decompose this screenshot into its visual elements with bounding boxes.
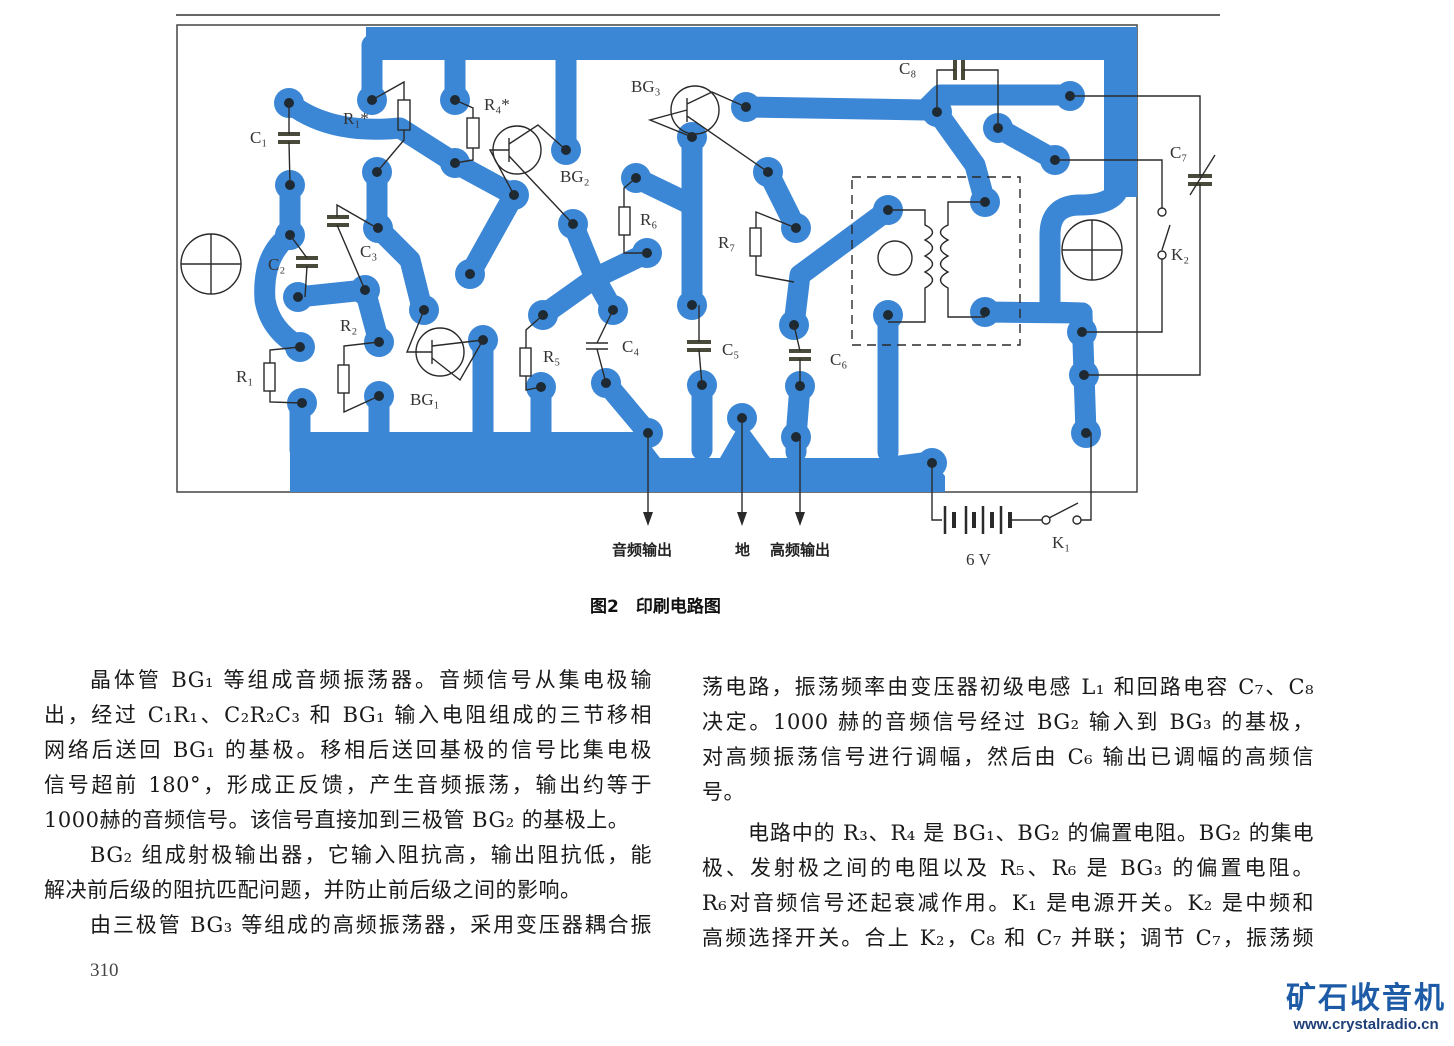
- text-line: 网络后送回 BG₁ 的基极。移相后送回基极的信号比集电极: [44, 738, 652, 762]
- label-r2: R₂: [340, 316, 357, 335]
- text-line: 信号超前 180°，形成正反馈，产生音频振荡，输出约等于: [44, 773, 652, 797]
- text-line: 由三极管 BG₃ 等组成的高频振荡器，采用变压器耦合振: [90, 913, 652, 937]
- text-line: R₆对音频信号还起衰减作用。K₁ 是电源开关。K₂ 是中频和: [702, 891, 1314, 915]
- label-r5: R₅: [543, 347, 560, 366]
- label-r6: R₆: [640, 210, 657, 229]
- label-c5: C₅: [722, 340, 739, 359]
- label-c4: C₄: [622, 337, 639, 356]
- text-line: 极、发射极之间的电阻以及 R₅、R₆ 是 BG₃ 的偏置电阻。: [702, 856, 1314, 880]
- label-r7: R₇: [718, 233, 735, 252]
- label-k2: K₂: [1171, 245, 1189, 264]
- text-line: 出，经过 C₁R₁、C₂R₂C₃ 和 BG₁ 输入电阻组成的三节移相: [44, 703, 652, 727]
- watermark-logo: 矿石收音机 www.crystalradio.cn: [1286, 981, 1446, 1034]
- label-bg3: BG₃: [631, 77, 661, 96]
- text-line: 决定。1000 赫的音频信号经过 BG₂ 输入到 BG₃ 的基极，: [702, 710, 1314, 734]
- mounting-hole-right-icon: [1061, 219, 1123, 281]
- label-hf-output: 高频输出: [770, 541, 830, 559]
- label-c3: C₃: [360, 242, 377, 261]
- body-text-left-column: 晶体管 BG₁ 等组成音频振荡器。音频信号从集电极输 出，经过 C₁R₁、C₂R…: [44, 663, 652, 943]
- label-r1-star: R₁*: [343, 109, 369, 128]
- text-line: 号。: [702, 780, 745, 804]
- component-labels: C₁ R₁* R₄* BG₂ BG₃ C₈ C₇ K₂ R₆ R₇ C₃ C₂ …: [236, 59, 1189, 569]
- page-number: 310: [90, 960, 119, 981]
- printed-circuit-board-figure: C₁ R₁* R₄* BG₂ BG₃ C₈ C₇ K₂ R₆ R₇ C₃ C₂ …: [176, 14, 1220, 569]
- text-line: 晶体管 BG₁ 等组成音频振荡器。音频信号从集电极输: [90, 668, 652, 692]
- label-bg1: BG₁: [410, 390, 440, 409]
- figure-caption: 图2 印刷电路图: [590, 597, 721, 617]
- text-line: 电路中的 R₃、R₄ 是 BG₁、BG₂ 的偏置电阻。BG₂ 的集电: [748, 821, 1314, 845]
- output-arrow-icons: [643, 512, 805, 526]
- label-r1: R₁: [236, 367, 253, 386]
- label-bg2: BG₂: [560, 167, 590, 186]
- label-c6: C₆: [830, 350, 847, 369]
- component-symbols: [180, 60, 1216, 534]
- label-c7: C₇: [1170, 143, 1187, 162]
- label-c1: C₁: [250, 128, 267, 147]
- body-text-right-column: 荡电路，振荡频率由变压器初级电感 L₁ 和回路电容 C₇、C₈ 决定。1000 …: [702, 670, 1314, 956]
- text-line: 高频选择开关。合上 K₂，C₈ 和 C₇ 并联；调节 C₇，振荡频: [702, 926, 1314, 950]
- label-audio-output: 音频输出: [612, 541, 672, 559]
- label-k1: K₁: [1052, 533, 1070, 552]
- watermark-name: 矿石收音机: [1286, 981, 1446, 1016]
- text-line: 1000赫的音频信号。该信号直接加到三极管 BG₂ 的基极上。: [44, 808, 630, 832]
- label-battery-voltage: 6 V: [966, 550, 991, 569]
- text-line: 解决前后级的阻抗匹配问题，并防止前后级之间的影响。: [44, 878, 582, 902]
- label-r4-star: R₄*: [484, 95, 510, 114]
- text-line: 荡电路，振荡频率由变压器初级电感 L₁ 和回路电容 C₇、C₈: [702, 675, 1314, 699]
- label-c2: C₂: [268, 255, 285, 274]
- watermark-url: www.crystalradio.cn: [1293, 1016, 1439, 1033]
- label-c8: C₈: [899, 59, 916, 78]
- text-line: 对高频振荡信号进行调幅，然后由 C₆ 输出已调幅的高频信: [702, 745, 1314, 769]
- mounting-hole-left-icon: [180, 233, 242, 295]
- text-line: BG₂ 组成射极输出器，它输入阻抗高，输出阻抗低，能: [90, 843, 652, 867]
- label-ground: 地: [735, 541, 750, 559]
